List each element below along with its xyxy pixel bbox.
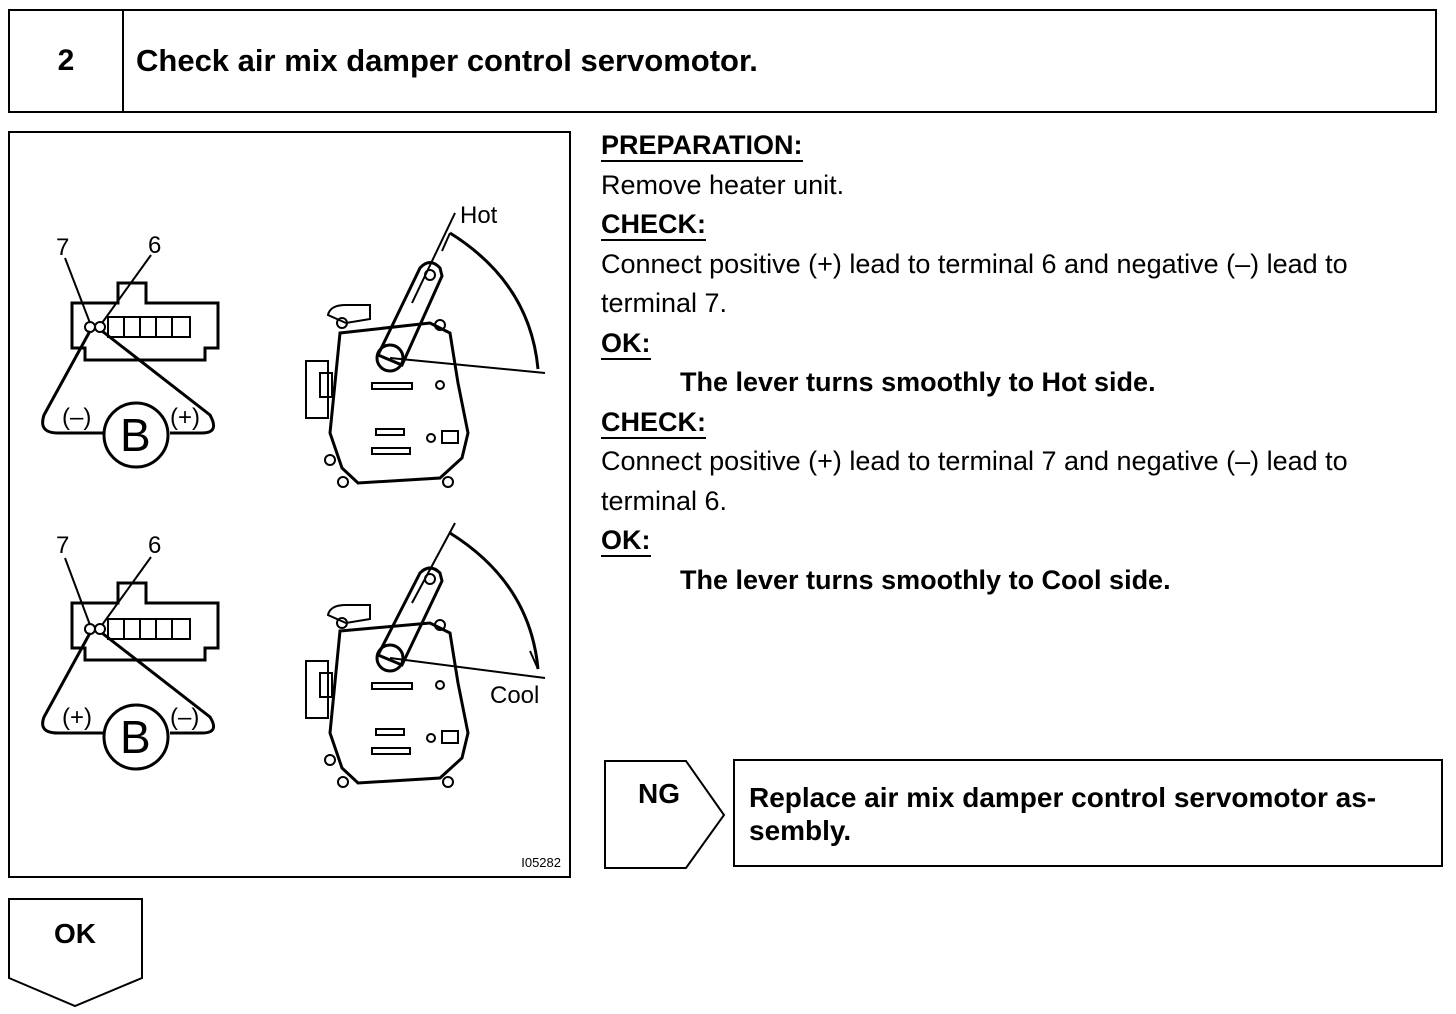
step-header: 2 Check air mix damper control servomoto…	[8, 9, 1437, 113]
ng-result-box: Replace air mix damper control servomoto…	[733, 759, 1443, 867]
hot-direction-label: Hot	[460, 202, 498, 229]
instructions: PREPARATION: Remove heater unit. CHECK: …	[601, 126, 1451, 600]
top-terminal-7-label: 7	[56, 234, 69, 261]
bottom-connector	[64, 556, 220, 662]
bottom-terminal-6-label: 6	[148, 532, 161, 559]
ng-arrow-box	[604, 760, 726, 869]
figure-id: I05282	[521, 855, 561, 870]
wiring-illustration: 7 6 (–) (+) B Hot 7 6 (+) (–) B Cool	[41, 202, 546, 788]
ng-result-line2: sembly.	[749, 815, 852, 846]
check2-text-line1: Connect positive (+) lead to terminal 7 …	[601, 446, 1348, 476]
top-servomotor	[305, 212, 546, 488]
top-left-polarity-label: (–)	[62, 404, 91, 431]
servomotor-figure: 7 6 (–) (+) B Hot 7 6 (+) (–) B Cool I05…	[8, 131, 571, 878]
preparation-text: Remove heater unit.	[601, 169, 845, 200]
top-terminal-6-label: 6	[148, 232, 161, 259]
top-connector	[64, 254, 220, 362]
check2-heading: CHECK:	[601, 406, 706, 439]
bottom-battery-circuit	[41, 631, 216, 771]
bottom-servomotor	[305, 522, 546, 788]
ng-result-line1: Replace air mix damper control servomoto…	[749, 782, 1377, 813]
top-battery-label: B	[120, 409, 151, 461]
check1-heading: CHECK:	[601, 209, 706, 241]
bottom-right-polarity-label: (–)	[170, 704, 199, 731]
bottom-battery-label: B	[120, 711, 151, 763]
step-number: 2	[10, 11, 124, 111]
check1-text-line1: Connect positive (+) lead to terminal 6 …	[601, 248, 1348, 279]
top-right-polarity-label: (+)	[170, 404, 200, 431]
ok-arrow-box	[8, 898, 143, 1008]
ok1-heading: OK:	[601, 327, 651, 360]
ok-label: OK	[54, 918, 96, 949]
step-title: Check air mix damper control servomotor.	[136, 43, 758, 78]
check2-text-line2: terminal 6.	[601, 485, 728, 516]
cool-direction-label: Cool	[490, 682, 539, 709]
ng-label: NG	[638, 778, 680, 809]
bottom-left-polarity-label: (+)	[62, 704, 92, 731]
ok1-text: The lever turns smoothly to Hot side.	[680, 367, 1156, 397]
preparation-heading: PREPARATION:	[601, 130, 803, 162]
check1-text-line2: terminal 7.	[601, 288, 728, 318]
ok2-text: The lever turns smoothly to Cool side.	[680, 564, 1171, 595]
ok2-heading: OK:	[601, 525, 651, 557]
top-battery-circuit	[41, 329, 216, 469]
bottom-terminal-7-label: 7	[56, 532, 69, 559]
